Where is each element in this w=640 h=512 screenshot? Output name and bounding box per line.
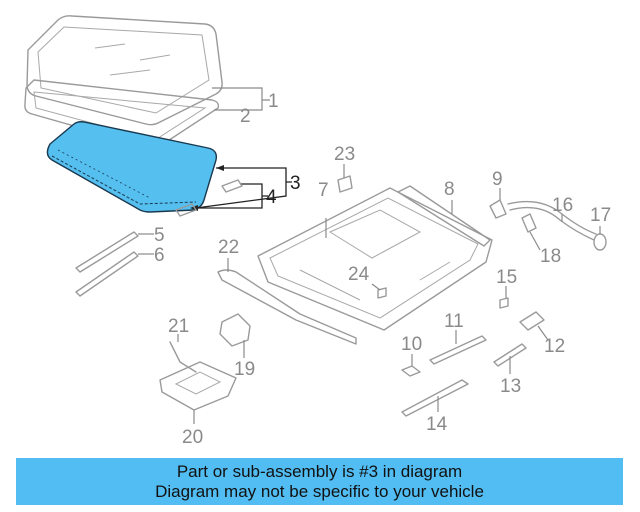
label-part-12: 12: [544, 336, 565, 357]
label-part-22: 22: [218, 237, 239, 258]
sunroof-frame: [257, 187, 493, 331]
motor-part-19: [219, 313, 251, 358]
label-part-9: 9: [492, 169, 503, 190]
label-part-19: 19: [234, 359, 255, 380]
label-part-8: 8: [444, 179, 455, 200]
label-part-23: 23: [334, 144, 355, 165]
label-part-24: 24: [348, 264, 370, 285]
rail-part-13: [493, 343, 527, 374]
guide-rail-part-8: [397, 185, 491, 247]
label-part-10: 10: [401, 334, 422, 355]
leader-part-2: [214, 99, 270, 111]
clip-part-4: [175, 179, 243, 217]
pipe-part-21: [169, 334, 197, 373]
mount-bracket-part-20: [159, 361, 237, 424]
parts-diagram: 1 2 3 4 5 6 7 8 9 10 11 12 13 14 15 16 1…: [24, 15, 611, 448]
info-banner: Part or sub-assembly is #3 in diagram Di…: [16, 458, 623, 505]
motor-part-10: [401, 354, 421, 377]
label-part-5: 5: [154, 225, 165, 246]
label-part-3: 3: [290, 173, 301, 194]
label-part-18: 18: [540, 246, 561, 267]
bolt-part-15: [499, 286, 509, 309]
sunshade-highlighted: [46, 121, 218, 213]
label-part-20: 20: [182, 427, 203, 448]
glass-panel: [26, 15, 223, 126]
seal-part-22: [217, 258, 357, 345]
banner-line-1: Part or sub-assembly is #3 in diagram: [176, 461, 463, 481]
label-part-2: 2: [240, 106, 251, 127]
banner-line-2: Diagram may not be specific to your vehi…: [155, 481, 484, 501]
bracket-part-12: [519, 311, 549, 341]
rail-part-6: [75, 251, 154, 297]
label-part-14: 14: [426, 414, 448, 435]
cable-part-11: [429, 330, 487, 365]
drain-hose-part-16: [507, 200, 597, 241]
leader-part-3: [195, 167, 292, 209]
clip-part-18: [521, 213, 541, 251]
drive-cable-part-14: [401, 379, 469, 417]
label-part-17: 17: [590, 205, 611, 226]
label-part-16: 16: [552, 195, 573, 216]
leader-part-4: [192, 183, 268, 209]
grommet-part-17: [593, 226, 607, 251]
label-part-11: 11: [444, 311, 464, 332]
label-part-13: 13: [500, 376, 521, 397]
bracket-part-23: [337, 164, 353, 193]
label-part-6: 6: [154, 245, 165, 266]
label-part-21: 21: [168, 316, 189, 337]
label-part-15: 15: [496, 267, 517, 288]
leader-part-1: [212, 87, 263, 100]
label-part-4: 4: [266, 187, 277, 208]
label-part-1: 1: [268, 91, 279, 112]
screw-part-24: [371, 283, 387, 299]
rail-part-5: [75, 231, 154, 273]
bracket-part-9: [489, 188, 507, 219]
label-part-7: 7: [318, 180, 329, 201]
arrowhead-3: [216, 165, 224, 171]
